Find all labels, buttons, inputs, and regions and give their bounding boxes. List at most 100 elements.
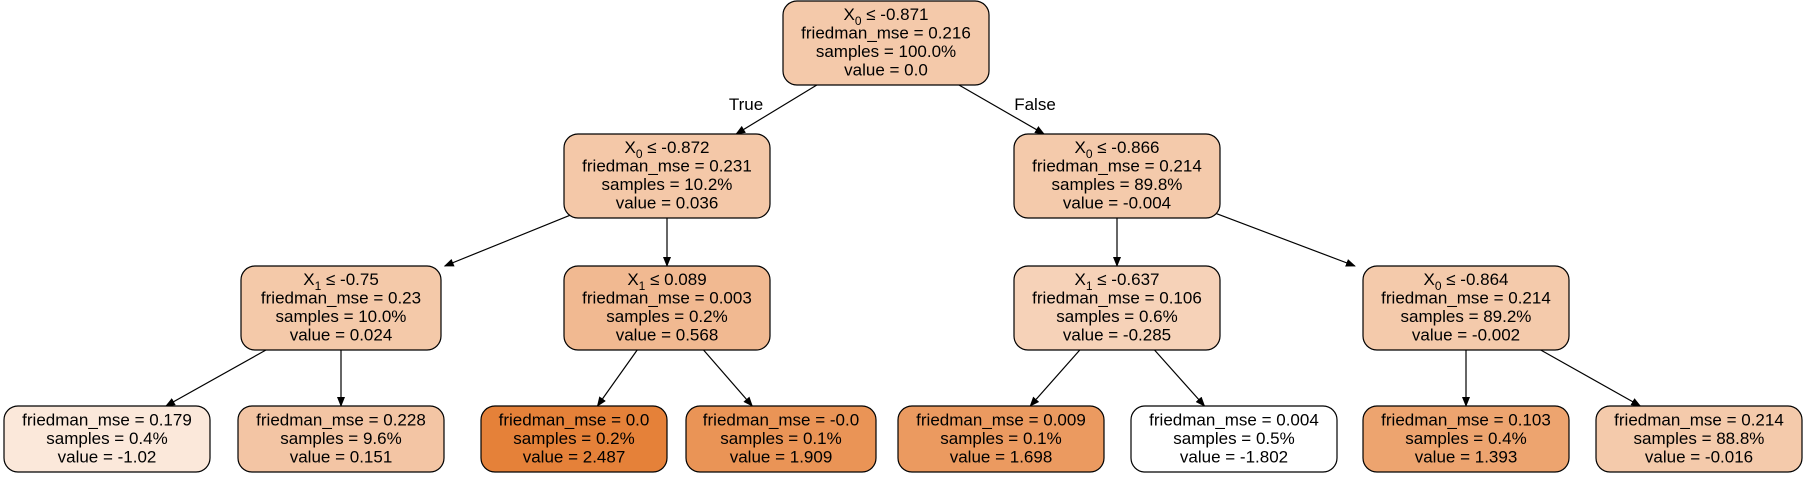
node-value: value = -0.016: [1645, 447, 1753, 466]
node-samples: samples = 0.2%: [606, 307, 727, 326]
edge-label-true: True: [729, 95, 763, 114]
node-value: value = 2.487: [523, 447, 626, 466]
node-value: value = -1.02: [58, 447, 157, 466]
node-box: [1362, 265, 1570, 351]
node-value: value = 1.393: [1415, 447, 1518, 466]
node-samples: samples = 10.0%: [276, 307, 407, 326]
node-samples: samples = 10.2%: [602, 175, 733, 194]
node-value: value = 1.698: [950, 447, 1053, 466]
node-value: value = 0.036: [616, 194, 719, 213]
split-feature: X: [627, 270, 638, 289]
node-split-condition: X0 ≤ -0.871: [843, 5, 928, 28]
split-threshold: ≤ -0.637: [1093, 270, 1160, 289]
node-box: [3, 405, 211, 473]
node-value: value = 0.024: [290, 326, 393, 345]
split-feature: X: [1074, 270, 1085, 289]
node-split-condition: X0 ≤ -0.864: [1423, 270, 1508, 293]
edge-n4-n10: [703, 349, 753, 407]
node-samples: samples = 0.5%: [1173, 429, 1294, 448]
edge-n6-n14: [1540, 349, 1642, 407]
node-split-condition: X0 ≤ -0.872: [624, 138, 709, 161]
edge-n0-n1: [735, 84, 818, 135]
node-box: [685, 405, 877, 473]
node-samples: samples = 89.8%: [1052, 175, 1183, 194]
node-box: [897, 405, 1105, 473]
node-box: [237, 405, 445, 473]
node-mse: friedman_mse = 0.214: [1381, 289, 1551, 308]
node-mse: friedman_mse = 0.214: [1032, 157, 1202, 176]
node-split-condition: X1 ≤ -0.75: [303, 270, 379, 293]
node-value: value = 0.568: [616, 326, 719, 345]
split-feature-subscript: 1: [315, 279, 322, 293]
node-mse: friedman_mse = 0.179: [22, 410, 192, 429]
node-box: [1595, 405, 1803, 473]
split-feature-subscript: 0: [636, 147, 643, 161]
node-split-condition: X1 ≤ 0.089: [627, 270, 706, 293]
node-samples: samples = 0.1%: [720, 429, 841, 448]
split-feature: X: [843, 5, 854, 24]
node-box: [563, 133, 771, 219]
node-mse: friedman_mse = 0.0: [499, 410, 650, 429]
node-split-condition: X0 ≤ -0.866: [1074, 138, 1159, 161]
node-samples: samples = 0.4%: [1405, 429, 1526, 448]
node-mse: friedman_mse = 0.103: [1381, 410, 1551, 429]
split-threshold: ≤ -0.75: [321, 270, 379, 289]
node-value: value = 0.0: [844, 61, 928, 80]
node-mse: friedman_mse = 0.003: [582, 289, 752, 308]
node-box: [1130, 405, 1338, 473]
node-samples: samples = 100.0%: [816, 42, 956, 61]
edge-n1-n3: [443, 213, 573, 267]
split-feature: X: [1423, 270, 1434, 289]
node-samples: samples = 0.4%: [46, 429, 167, 448]
node-value: value = -1.802: [1180, 447, 1288, 466]
split-feature-subscript: 0: [855, 14, 862, 28]
node-samples: samples = 0.2%: [513, 429, 634, 448]
node-value: value = 1.909: [730, 447, 833, 466]
edge-n0-n2: [958, 84, 1045, 135]
edge-label-false: False: [1014, 95, 1056, 114]
node-box: [240, 265, 442, 351]
node-box: [480, 405, 668, 473]
split-threshold: ≤ 0.089: [645, 270, 706, 289]
split-threshold: ≤ -0.866: [1093, 138, 1160, 157]
edge-n2-n6: [1211, 211, 1356, 267]
node-mse: friedman_mse = 0.009: [916, 410, 1086, 429]
edge-n4-n9: [596, 349, 638, 407]
node-mse: friedman_mse = 0.23: [261, 289, 421, 308]
split-feature: X: [303, 270, 314, 289]
split-threshold: ≤ -0.872: [643, 138, 710, 157]
node-box: [563, 265, 771, 351]
node-box: [1013, 265, 1221, 351]
node-samples: samples = 0.1%: [940, 429, 1061, 448]
node-samples: samples = 0.6%: [1056, 307, 1177, 326]
split-feature-subscript: 1: [639, 279, 646, 293]
node-mse: friedman_mse = 0.004: [1149, 410, 1319, 429]
node-mse: friedman_mse = -0.0: [703, 410, 859, 429]
split-feature-subscript: 0: [1086, 147, 1093, 161]
node-samples: samples = 89.2%: [1401, 307, 1532, 326]
node-split-condition: X1 ≤ -0.637: [1074, 270, 1159, 293]
edge-n5-n12: [1154, 349, 1206, 407]
node-box: [1013, 133, 1221, 219]
node-mse: friedman_mse = 0.214: [1614, 410, 1784, 429]
node-box: [782, 0, 990, 86]
node-samples: samples = 9.6%: [280, 429, 401, 448]
split-feature-subscript: 0: [1435, 279, 1442, 293]
edge-n5-n11: [1029, 349, 1081, 407]
node-value: value = -0.002: [1412, 326, 1520, 345]
